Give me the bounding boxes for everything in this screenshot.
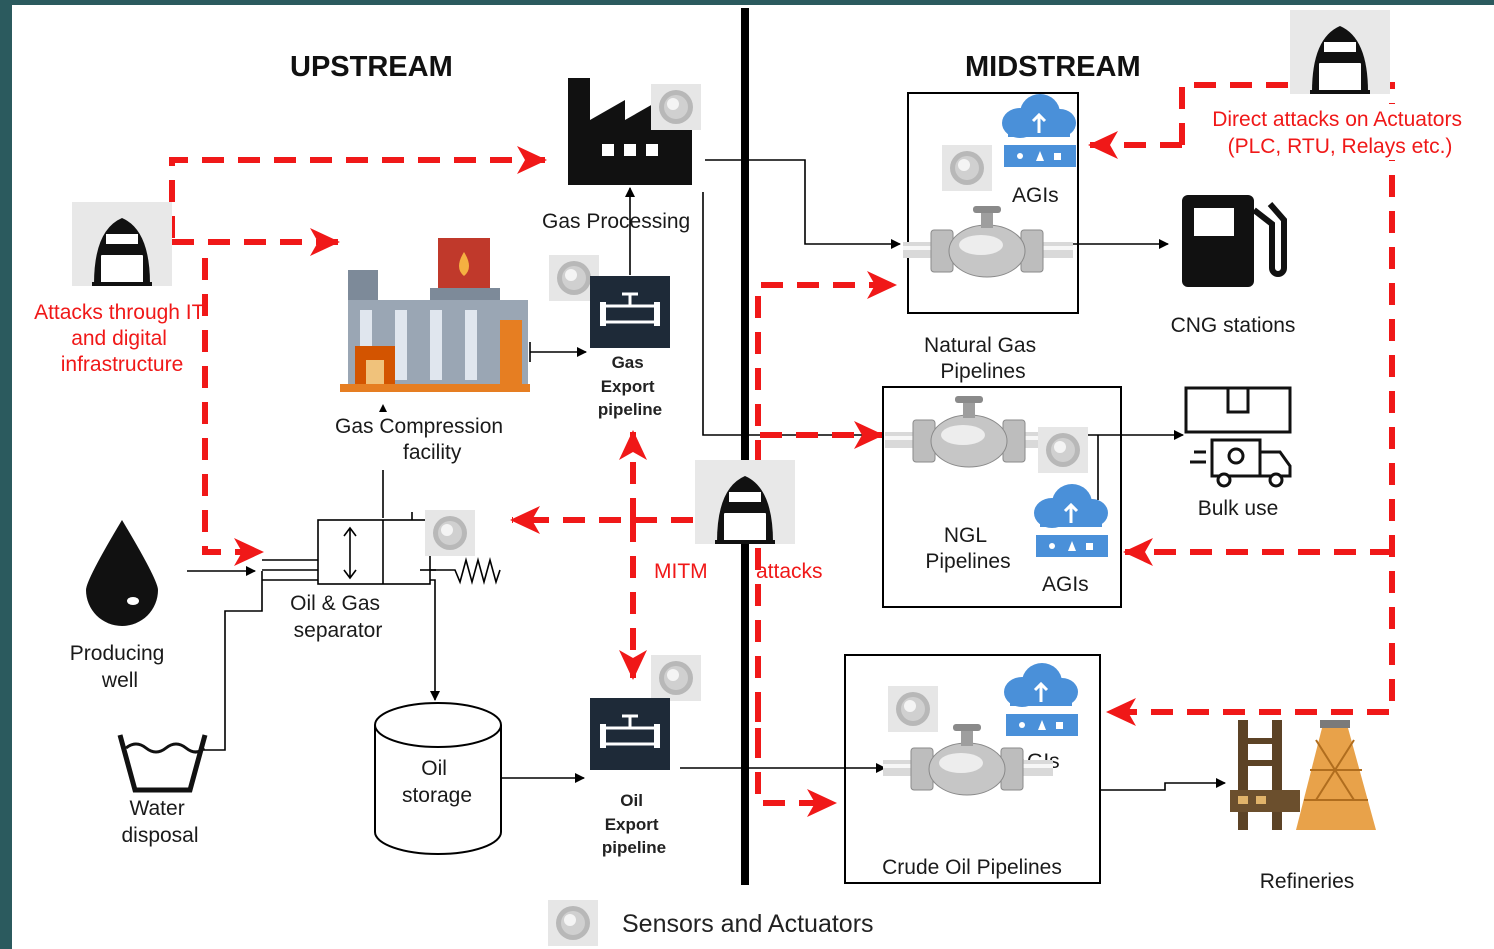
direct-attack-label: Direct attacks on Actuators (PLC, RTU, R… bbox=[1212, 108, 1468, 158]
agis-label: AGIs bbox=[1012, 184, 1059, 207]
sensor-icon bbox=[651, 84, 701, 130]
midstream-heading: MIDSTREAM bbox=[965, 51, 1141, 83]
cng-stations-label: CNG stations bbox=[1171, 314, 1296, 337]
hacker-icon bbox=[694, 459, 796, 545]
separator-label: Oil & Gas separator bbox=[290, 592, 386, 642]
crude-oil-pipelines-box bbox=[844, 654, 1101, 884]
natural-gas-pipelines-label: Natural Gas Pipelines bbox=[924, 334, 1042, 383]
cloud-agi-icon bbox=[1000, 92, 1078, 169]
sensor-icon bbox=[651, 655, 701, 701]
agis-label: AGIs bbox=[1042, 573, 1089, 596]
oil-drop-icon bbox=[86, 520, 158, 626]
oil-export-pipeline-icon bbox=[588, 696, 672, 772]
attack-paths bbox=[169, 82, 1395, 817]
diagram-svg: UPSTREAM MIDSTREAM Gas Processing Gas Co… bbox=[34, 8, 1488, 946]
hacker-icon bbox=[1289, 9, 1391, 95]
mitm-label: MITM bbox=[654, 560, 708, 583]
water-disposal-label: Water disposal bbox=[121, 797, 198, 847]
sensor-icon bbox=[1038, 427, 1088, 473]
diagram-canvas: UPSTREAM MIDSTREAM Gas Processing Gas Co… bbox=[12, 5, 1494, 949]
oil-storage-icon bbox=[374, 702, 502, 855]
valve-icon bbox=[902, 205, 1074, 278]
refinery-icon bbox=[1230, 720, 1376, 830]
separator-icon bbox=[262, 519, 501, 586]
gas-processing-label: Gas Processing bbox=[542, 210, 690, 233]
producing-well-label: Producing well bbox=[70, 642, 170, 692]
hacker-icon bbox=[71, 201, 173, 287]
legend-label: Sensors and Actuators bbox=[622, 910, 874, 938]
ngl-pipelines-box bbox=[882, 386, 1122, 608]
factory-icon bbox=[568, 78, 692, 185]
fuel-pump-icon bbox=[1182, 195, 1287, 287]
mitm-attacks-label: attacks bbox=[756, 560, 823, 583]
gas-export-label: Gas Export pipeline bbox=[598, 353, 662, 419]
valve-icon bbox=[884, 395, 1056, 468]
sensor-icon bbox=[888, 686, 938, 732]
sensor-icon bbox=[425, 510, 475, 556]
crude-oil-pipelines-label: Crude Oil Pipelines bbox=[882, 856, 1062, 879]
it-attack-label: Attacks through IT and digital infrastru… bbox=[34, 301, 210, 376]
refineries-label: Refineries bbox=[1260, 870, 1355, 893]
water-disposal-icon bbox=[117, 734, 208, 793]
bulk-use-label: Bulk use bbox=[1198, 497, 1279, 520]
oil-storage-label: Oil storage bbox=[402, 757, 472, 807]
sensor-icon bbox=[942, 145, 992, 191]
cloud-agi-icon bbox=[1032, 482, 1110, 559]
ngl-pipelines-label: NGL Pipelines bbox=[925, 524, 1010, 573]
gas-export-pipeline-icon bbox=[588, 274, 672, 350]
legend-sensor-icon bbox=[548, 900, 598, 946]
gas-compression-icon bbox=[340, 238, 530, 392]
natural-gas-pipelines-box bbox=[907, 92, 1079, 314]
truck-icon bbox=[1184, 386, 1292, 488]
gas-compression-label: Gas Compression facility bbox=[335, 415, 509, 464]
oil-export-label: Oil Export pipeline bbox=[602, 791, 666, 857]
upstream-heading: UPSTREAM bbox=[290, 51, 453, 83]
cloud-agi-icon bbox=[1002, 661, 1080, 738]
